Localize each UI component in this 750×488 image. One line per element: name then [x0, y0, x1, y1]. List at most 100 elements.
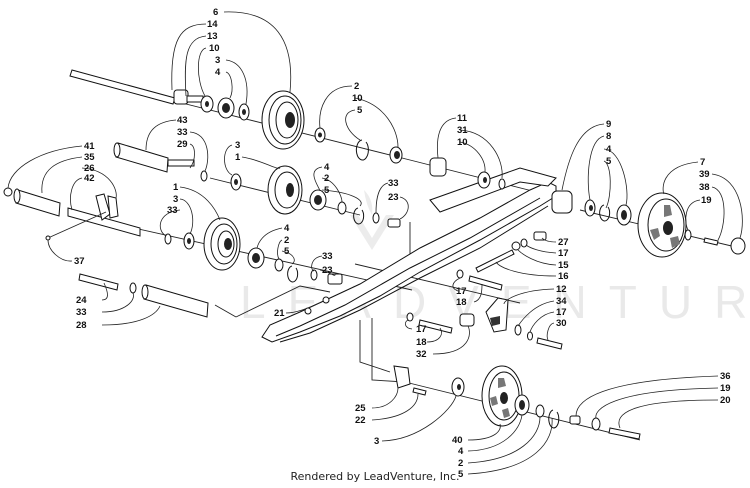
spacer-3-row3	[183, 232, 195, 250]
washer-33-row2	[200, 170, 208, 182]
callout-26: 26	[84, 163, 95, 174]
washer-2-row3	[274, 258, 284, 272]
callout-4: 4	[284, 223, 290, 234]
tube-43	[113, 142, 195, 173]
washer-33-row3b	[310, 269, 318, 281]
cap-39	[730, 237, 746, 255]
bolt-18-a	[468, 275, 503, 291]
callout-17: 17	[556, 307, 567, 318]
snap-ring-5-right	[599, 204, 611, 222]
tube-35	[13, 188, 61, 217]
bolt-22	[412, 387, 427, 396]
callout-13: 13	[207, 31, 218, 42]
callout-15: 15	[558, 260, 569, 271]
snap-ring-5-row3	[287, 265, 299, 283]
washer-33-lower	[129, 282, 137, 294]
callout-23: 23	[388, 192, 399, 203]
bearing-4-right	[616, 204, 632, 226]
callout-7: 7	[700, 157, 705, 168]
callout-33: 33	[388, 178, 399, 189]
bearing-4-row2	[309, 189, 327, 211]
bearing-10-top	[200, 95, 214, 113]
callout-17: 17	[456, 286, 467, 297]
washer-2-row2	[337, 201, 347, 215]
snap-ring-5-bottom	[548, 409, 560, 429]
callout-25: 25	[355, 403, 366, 414]
callout-42: 42	[84, 173, 95, 184]
callout-2: 2	[354, 81, 359, 92]
callout-11: 11	[457, 113, 468, 124]
washer-31	[498, 178, 506, 190]
callout-14: 14	[207, 19, 218, 30]
wheel-1-row2	[267, 165, 303, 215]
callout-3: 3	[173, 194, 178, 205]
callout-41: 41	[84, 141, 95, 152]
washer-19-right	[684, 229, 692, 241]
callout-27: 27	[558, 237, 569, 248]
spacer-27	[533, 231, 547, 241]
callout-33: 33	[167, 205, 178, 216]
callout-31: 31	[457, 125, 468, 136]
callout-18: 18	[456, 297, 467, 308]
callout-38: 38	[699, 182, 710, 193]
bolt-30	[536, 337, 563, 350]
snap-ring-5-row2	[353, 207, 365, 225]
callout-1: 1	[235, 152, 241, 163]
callout-32: 32	[416, 349, 427, 360]
callout-40: 40	[452, 435, 463, 446]
callout-33: 33	[76, 307, 87, 318]
spacer-3-bottom	[451, 377, 465, 397]
spacer-3-top	[238, 103, 250, 121]
callout-1: 1	[173, 182, 179, 193]
callout-4: 4	[324, 162, 330, 173]
callout-24: 24	[76, 295, 87, 306]
spacer-11	[429, 157, 447, 177]
callout-23: 23	[322, 265, 333, 276]
washer-19-bottom	[591, 417, 601, 431]
tube-28	[141, 284, 209, 318]
bearing-10-right	[477, 171, 491, 189]
callout-2: 2	[324, 173, 329, 184]
nut-41	[3, 187, 13, 197]
callout-3: 3	[215, 55, 220, 66]
nut-21	[304, 296, 330, 315]
callout-4: 4	[458, 446, 464, 457]
callout-3: 3	[235, 140, 240, 151]
callout-5: 5	[458, 469, 464, 480]
callout-37: 37	[74, 256, 85, 267]
bearing-8	[584, 199, 596, 217]
callout-10: 10	[352, 93, 363, 104]
callout-12: 12	[556, 284, 567, 295]
bolt-38	[703, 237, 719, 246]
callout-5: 5	[324, 185, 330, 196]
washer-33-row3	[164, 233, 172, 245]
callout-33: 33	[322, 251, 333, 262]
callout-29: 29	[177, 139, 188, 150]
spacer-23-row2	[387, 218, 401, 228]
callout-30: 30	[556, 318, 567, 329]
hub-9	[551, 190, 573, 214]
bearing-2-top	[314, 127, 326, 143]
callout-22: 22	[355, 415, 366, 426]
bracket-26	[67, 193, 141, 237]
bolt-16	[475, 249, 515, 273]
callout-43: 43	[177, 115, 188, 126]
callout-19: 19	[720, 383, 731, 394]
callout-35: 35	[84, 152, 95, 163]
callout-9: 9	[606, 119, 611, 130]
callout-33: 33	[177, 127, 188, 138]
bracket-25	[393, 365, 411, 389]
callout-20: 20	[720, 395, 731, 406]
spacer-3-row2	[230, 173, 242, 191]
callout-3: 3	[374, 436, 379, 447]
pin-24	[78, 273, 119, 291]
callout-8: 8	[606, 131, 611, 142]
washer-33-row2b	[372, 212, 380, 224]
washer-2-bottom	[535, 404, 545, 418]
callout-5: 5	[284, 246, 290, 257]
callout-2: 2	[458, 458, 463, 469]
leader-lines	[7, 11, 743, 475]
bearing-4-top	[217, 97, 235, 119]
wheel-6	[261, 90, 305, 150]
wheel-1-row3	[203, 217, 241, 271]
